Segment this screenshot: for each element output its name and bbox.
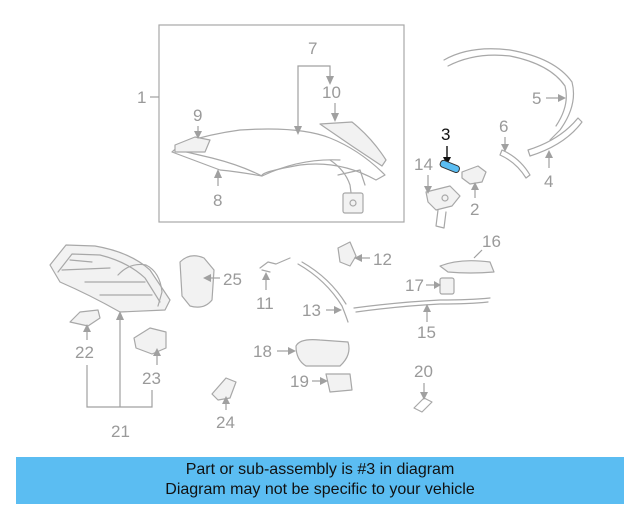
callout-4[interactable]: 4 xyxy=(544,172,553,191)
callout-1[interactable]: 1 xyxy=(137,88,146,107)
callout-3[interactable]: 3 xyxy=(441,125,450,144)
callout-7[interactable]: 7 xyxy=(308,39,317,58)
part-13 xyxy=(297,261,349,323)
callout-16[interactable]: 16 xyxy=(482,232,501,251)
info-banner: Part or sub-assembly is #3 in diagram Di… xyxy=(16,457,624,504)
callout-18[interactable]: 18 xyxy=(253,342,272,361)
callout-9[interactable]: 9 xyxy=(193,106,202,125)
part-22 xyxy=(69,309,101,327)
callout-24[interactable]: 24 xyxy=(216,413,235,432)
callout-11[interactable]: 11 xyxy=(256,294,274,313)
callout-17[interactable]: 17 xyxy=(405,276,424,295)
callout-20[interactable]: 20 xyxy=(414,362,433,381)
roof-mechanism xyxy=(329,159,366,214)
rear-window xyxy=(319,121,387,167)
callout-22[interactable]: 22 xyxy=(75,343,94,362)
seal-6 xyxy=(499,149,531,179)
seal-4 xyxy=(527,117,583,157)
part-12 xyxy=(337,241,357,267)
callout-13[interactable]: 13 xyxy=(302,301,321,320)
part-25 xyxy=(179,255,215,308)
part-24 xyxy=(211,377,237,401)
part-11 xyxy=(259,257,291,273)
callout-5[interactable]: 5 xyxy=(532,89,541,108)
part-15 xyxy=(353,297,491,313)
parts-diagram: 1 7 10 9 8 5 4 6 3 2 14 xyxy=(49,24,583,441)
callout-19[interactable]: 19 xyxy=(290,372,309,391)
callout-25[interactable]: 25 xyxy=(223,270,242,289)
weatherstrip-5 xyxy=(443,48,575,141)
part-20 xyxy=(413,397,433,413)
top-assembly-frame xyxy=(158,24,405,223)
latch-14 xyxy=(425,185,461,229)
hinge-2 xyxy=(461,165,487,185)
callout-15[interactable]: 15 xyxy=(417,323,436,342)
callout-8[interactable]: 8 xyxy=(213,191,222,210)
part-18 xyxy=(295,339,350,367)
roof-panel xyxy=(171,128,386,181)
callout-14[interactable]: 14 xyxy=(414,155,433,174)
part-23 xyxy=(133,327,167,355)
banner-line-1: Part or sub-assembly is #3 in diagram xyxy=(185,461,455,478)
callout-21[interactable]: 21 xyxy=(111,422,130,441)
part-3-highlight[interactable] xyxy=(439,159,460,174)
banner-line-2: Diagram may not be specific to your vehi… xyxy=(165,481,475,498)
callout-12[interactable]: 12 xyxy=(373,250,392,269)
callout-23[interactable]: 23 xyxy=(142,369,161,388)
tonneau-cover-21 xyxy=(49,244,171,313)
part-17 xyxy=(439,277,455,295)
callout-6[interactable]: 6 xyxy=(499,117,508,136)
callout-10[interactable]: 10 xyxy=(322,83,341,102)
part-16 xyxy=(439,260,495,274)
part-19 xyxy=(325,373,353,393)
callout-2[interactable]: 2 xyxy=(470,200,479,219)
